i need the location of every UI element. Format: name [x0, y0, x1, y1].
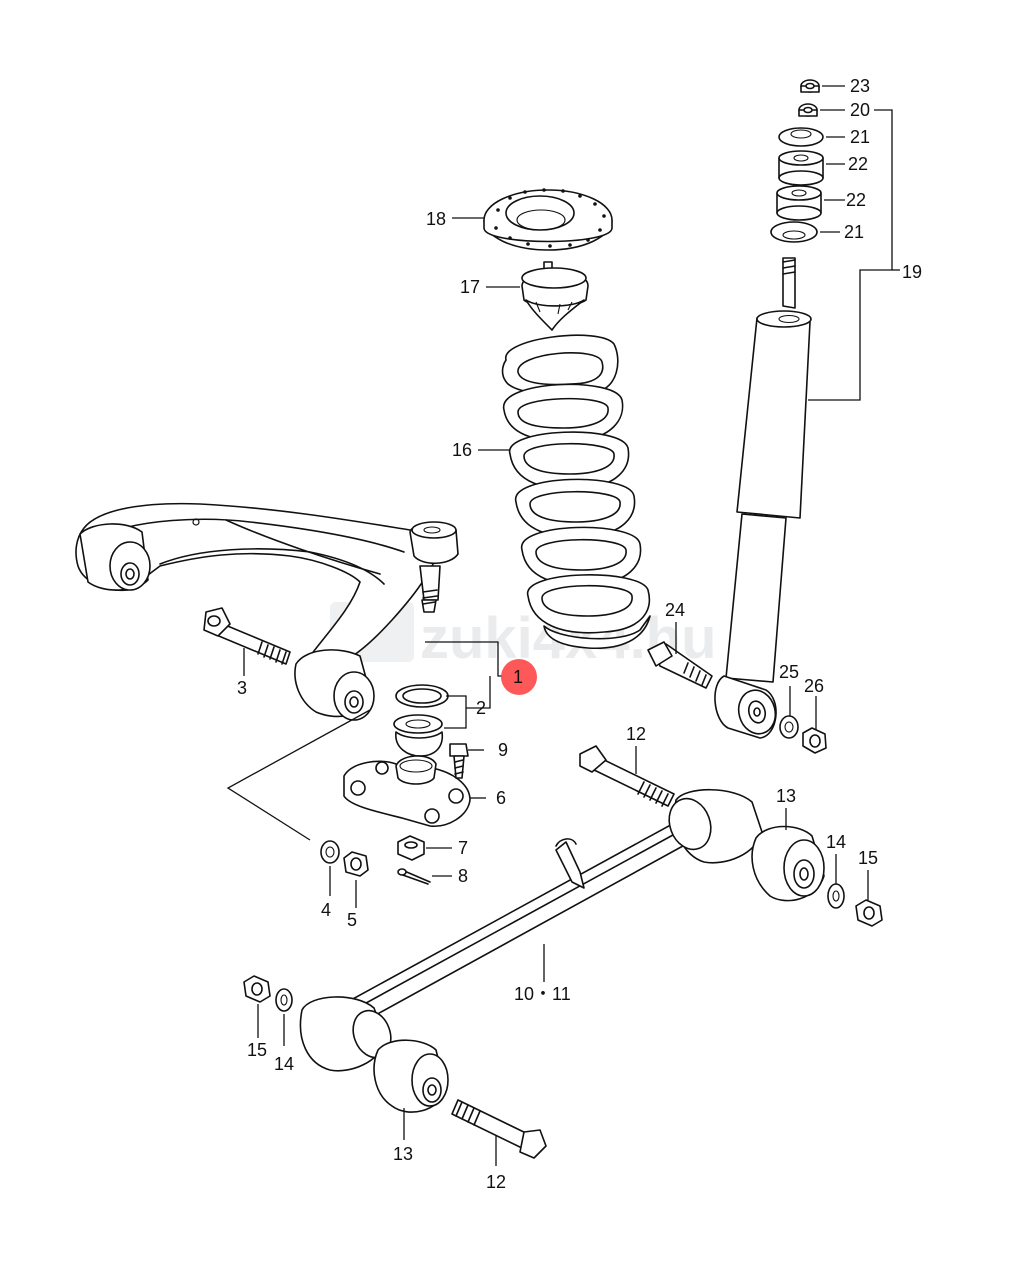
callout-13-left[interactable]: 13: [393, 1144, 413, 1164]
washer-21-top[interactable]: [778, 127, 824, 147]
upper-control-arm-1[interactable]: [75, 502, 459, 721]
callout-8[interactable]: 8: [458, 866, 468, 886]
callout-21-top[interactable]: 21: [850, 127, 870, 147]
washer-21-bottom[interactable]: [770, 221, 818, 243]
callout-14-right[interactable]: 14: [826, 832, 846, 852]
callout-12-top[interactable]: 12: [626, 724, 646, 744]
callout-21-bottom[interactable]: 21: [844, 222, 864, 242]
callout-13-right[interactable]: 13: [776, 786, 796, 806]
spring-seat-18[interactable]: [483, 188, 613, 251]
seat-holes: [494, 188, 606, 248]
leader-lines: [226, 85, 900, 1166]
callout-2[interactable]: 2: [476, 698, 486, 718]
callout-22-top[interactable]: 22: [848, 154, 868, 174]
callouts: 23 20 21 22 22 21 19 18 17 16 24 25 26 1…: [237, 76, 922, 1192]
nut-15-left[interactable]: [243, 975, 271, 1003]
lateral-rod-10-11[interactable]: [299, 788, 763, 1072]
bolt-12-bottom[interactable]: [451, 1099, 547, 1159]
callout-26[interactable]: 26: [804, 676, 824, 696]
boot-ring-2[interactable]: [395, 684, 449, 708]
nut-20[interactable]: [798, 103, 818, 117]
coil-spring-16[interactable]: [501, 334, 651, 650]
bushing-13-right[interactable]: [751, 825, 825, 902]
bushing-22-top[interactable]: [778, 150, 824, 186]
callout-4[interactable]: 4: [321, 900, 331, 920]
callout-6[interactable]: 6: [496, 788, 506, 808]
bump-stop-17[interactable]: [521, 261, 589, 331]
nut-26[interactable]: [802, 727, 827, 754]
callout-25[interactable]: 25: [779, 662, 799, 682]
callout-15-left[interactable]: 15: [247, 1040, 267, 1060]
callout-18[interactable]: 18: [426, 209, 446, 229]
ball-joint-plate-6[interactable]: [343, 755, 471, 827]
nut-23[interactable]: [800, 79, 820, 93]
callout-17[interactable]: 17: [460, 277, 480, 297]
callout-22-bottom[interactable]: 22: [846, 190, 866, 210]
cotter-pin-8[interactable]: [397, 868, 431, 885]
callout-3[interactable]: 3: [237, 678, 247, 698]
callout-19[interactable]: 19: [902, 262, 922, 282]
bolt-9[interactable]: [449, 743, 469, 779]
washer-14-left[interactable]: [275, 988, 293, 1012]
highlight-marker: [501, 659, 537, 695]
callout-20[interactable]: 20: [850, 100, 870, 120]
bolt-3[interactable]: [203, 607, 291, 665]
washer-14-right[interactable]: [827, 883, 845, 909]
nut-15-right[interactable]: [855, 899, 883, 927]
washer-25[interactable]: [779, 715, 799, 739]
callout-15-right[interactable]: 15: [858, 848, 878, 868]
callout-14-left[interactable]: 14: [274, 1054, 294, 1074]
callout-10-11[interactable]: 10・11: [514, 984, 571, 1004]
bolt-12-top[interactable]: [579, 745, 675, 807]
boot-2[interactable]: [393, 714, 444, 757]
callout-7[interactable]: 7: [458, 838, 468, 858]
callout-12-bottom[interactable]: 12: [486, 1172, 506, 1192]
bushing-22-bottom[interactable]: [776, 185, 822, 221]
callout-24[interactable]: 24: [665, 600, 685, 620]
nut-7[interactable]: [397, 835, 425, 861]
callout-23[interactable]: 23: [850, 76, 870, 96]
callout-16[interactable]: 16: [452, 440, 472, 460]
bushing-13-left[interactable]: [373, 1039, 449, 1113]
shock-absorber[interactable]: [714, 79, 824, 739]
nut-5[interactable]: [343, 851, 369, 877]
bolt-24[interactable]: [647, 641, 713, 689]
callout-9[interactable]: 9: [498, 740, 508, 760]
washer-4[interactable]: [320, 840, 340, 864]
callout-5[interactable]: 5: [347, 910, 357, 930]
callout-1[interactable]: 1: [513, 667, 523, 687]
